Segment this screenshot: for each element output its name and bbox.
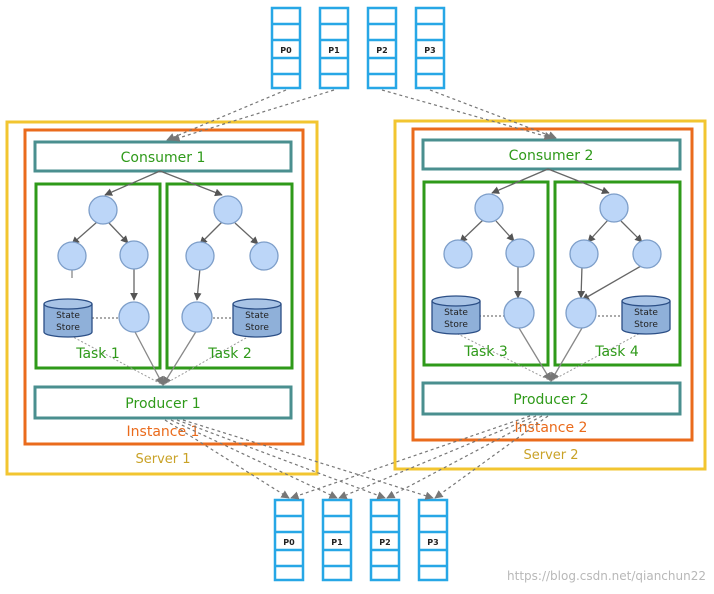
- node-t3-source: [474, 193, 504, 223]
- task-4-label: Task 4: [594, 344, 639, 360]
- state-store-1-line2: Store: [56, 323, 80, 333]
- producer-convergence-lines: [71, 268, 583, 386]
- task-1-label: Task 1: [75, 346, 120, 362]
- output-partition-1: [321, 498, 353, 582]
- producer-1-box: [33, 385, 293, 420]
- input-partition-1-label: P1: [328, 46, 340, 55]
- producer-2-label: Producer 2: [513, 392, 588, 408]
- node-t2-sink: [181, 301, 213, 333]
- consumer-2-box: [421, 138, 682, 171]
- state-store-4-line2: Store: [634, 320, 658, 330]
- consumer-fanout-arrows: [104, 168, 610, 197]
- server-2-frame: [393, 119, 707, 471]
- output-partition-3: [417, 498, 449, 582]
- state-store-2-line2: Store: [245, 323, 269, 333]
- state-store-3: State Store: [431, 295, 481, 335]
- state-store-1: State Store: [43, 298, 93, 338]
- processor-nodes: [57, 193, 662, 333]
- input-partition-3-label: P3: [424, 46, 435, 55]
- node-t4-source: [599, 193, 629, 223]
- output-partition-2: [369, 498, 401, 582]
- input-to-consumer-arrows: [166, 89, 557, 142]
- instance-2-frame: [411, 127, 694, 442]
- node-t2-left: [185, 241, 215, 271]
- producer-2-box: [421, 381, 682, 416]
- task-2-box: [165, 182, 294, 370]
- server-2-label: Server 2: [523, 448, 578, 463]
- server-2: [393, 119, 707, 471]
- task-3-label: Task 3: [463, 344, 508, 360]
- state-store-2-line1: State: [245, 311, 269, 321]
- server-1-label: Server 1: [135, 452, 190, 467]
- output-partition-0: [273, 498, 305, 582]
- state-store-4-line1: State: [634, 308, 658, 318]
- node-t1-source: [88, 195, 118, 225]
- output-partition-3-label: P3: [427, 538, 438, 547]
- store-links: [92, 315, 621, 319]
- consumer-1-box: [33, 140, 293, 173]
- server-1-frame: [5, 120, 319, 476]
- task-1-box: [34, 182, 162, 370]
- node-t4-sink: [565, 297, 597, 329]
- node-t1-right: [119, 240, 149, 270]
- watermark-text: https://blog.csdn.net/qianchun22: [507, 569, 706, 583]
- node-t3-sink: [503, 297, 535, 329]
- task-4-box: [553, 180, 682, 367]
- task-3-box: [422, 180, 550, 367]
- output-partition-2-label: P2: [379, 538, 390, 547]
- output-partition-0-label: P0: [283, 538, 295, 547]
- node-t1-left: [57, 241, 87, 271]
- task-2-label: Task 2: [207, 346, 252, 362]
- node-t3-left: [443, 239, 473, 269]
- input-partition-0: [270, 6, 302, 90]
- node-t2-source: [213, 195, 243, 225]
- output-partition-1-label: P1: [331, 538, 343, 547]
- state-store-3-line1: State: [444, 308, 468, 318]
- state-store-1-line1: State: [56, 311, 80, 321]
- state-store-2: State Store: [232, 298, 282, 338]
- input-partition-3: [414, 6, 446, 90]
- consumer-1-label: Consumer 1: [121, 150, 206, 166]
- consumer-2-label: Consumer 2: [509, 148, 594, 164]
- state-store-3-line2: Store: [444, 320, 468, 330]
- producer-1-label: Producer 1: [125, 396, 200, 412]
- node-t1-sink: [118, 301, 150, 333]
- input-partition-2: [366, 6, 398, 90]
- node-t3-right: [505, 238, 535, 268]
- node-t4-left: [569, 239, 599, 269]
- topology-edges: [71, 219, 643, 301]
- server-1: [5, 120, 319, 476]
- input-partition-2-label: P2: [376, 46, 387, 55]
- node-t4-right: [632, 239, 662, 269]
- state-store-4: State Store: [621, 295, 671, 335]
- input-partition-0-label: P0: [280, 46, 292, 55]
- instance-1-label: Instance 1: [127, 424, 200, 440]
- producer-to-output-arrows: [164, 415, 549, 500]
- node-t2-right: [249, 241, 279, 271]
- instance-1-frame: [23, 128, 305, 446]
- input-partition-1: [318, 6, 350, 90]
- producer-convergence-dotted: [59, 329, 647, 386]
- instance-2-label: Instance 2: [515, 420, 588, 436]
